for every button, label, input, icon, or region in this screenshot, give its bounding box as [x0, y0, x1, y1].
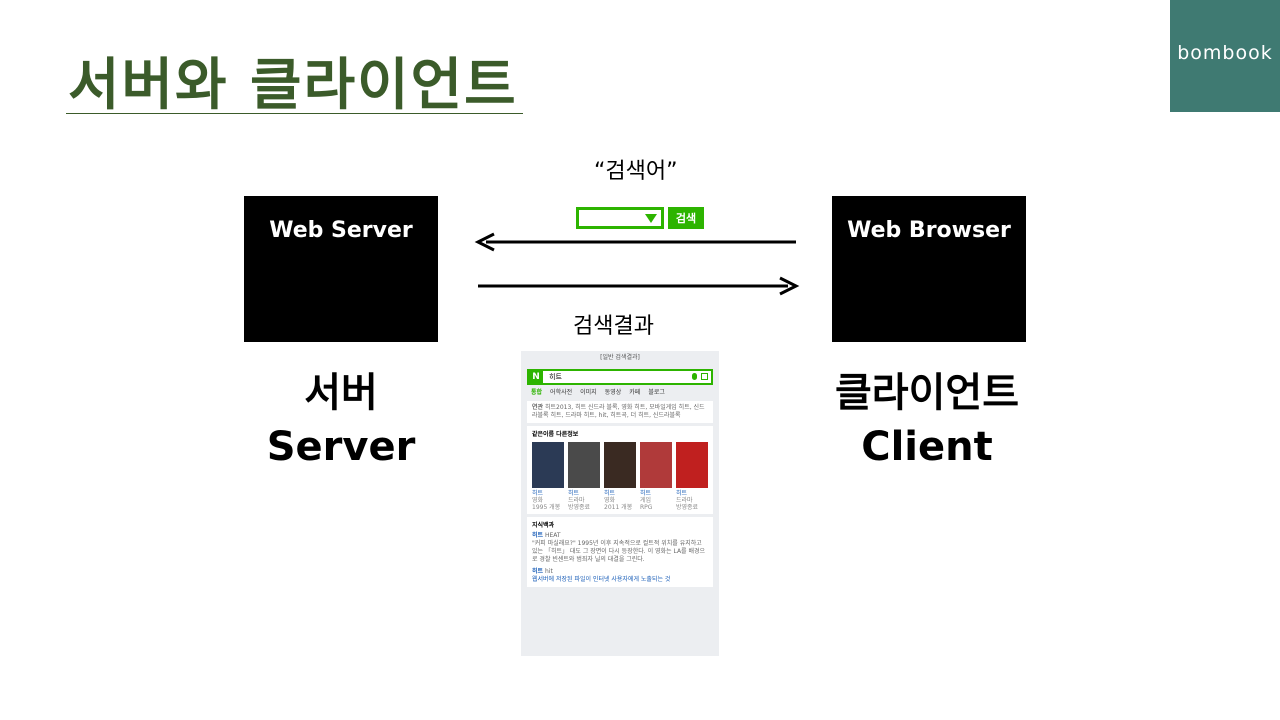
- server-label-ko: 서버: [304, 370, 378, 416]
- tab-cafe: 카페: [629, 389, 641, 396]
- search-result-screenshot: [일반 검색결과] N 히트 통합 어학사전 이미지 동영상 카페 블로그 연관…: [521, 351, 719, 656]
- camera-icon: [701, 373, 708, 380]
- response-arrow: [478, 276, 800, 296]
- client-label-ko: 클라이언트: [835, 370, 1019, 416]
- related-card: 연관 히트2013, 히트 신드라 블록, 영화 히트, 모바일게임 히트, 신…: [527, 401, 713, 423]
- tab-all: 통합: [531, 389, 543, 396]
- poster-image: [604, 442, 636, 488]
- mic-icon: [692, 373, 697, 380]
- web-server-box: Web Server: [244, 196, 438, 342]
- poster-image: [532, 442, 564, 488]
- page-title: 서버와 클라이언트: [68, 53, 518, 118]
- request-arrow: [474, 232, 796, 252]
- request-label: “검색어”: [594, 159, 678, 184]
- search-input-illustration: [576, 207, 664, 229]
- search-query: 히트: [549, 373, 562, 381]
- dropdown-caret-icon: [645, 214, 657, 223]
- tab-blog: 블로그: [648, 389, 665, 396]
- client-label-en: Client: [861, 424, 993, 470]
- entry-title: 히트: [532, 568, 544, 575]
- search-button-illustration: 검색: [668, 207, 704, 229]
- result-header: [일반 검색결과]: [600, 354, 640, 361]
- poster-row: [532, 442, 708, 488]
- encyclopedia-title: 지식백과: [532, 522, 555, 529]
- naver-logo-icon: N: [529, 371, 543, 383]
- naver-search-bar: N 히트: [527, 369, 713, 385]
- entry-text: 웹서버에 저장된 파일이 인터넷 사용자에게 노출되는 것: [532, 576, 671, 583]
- encyclopedia-card: 지식백과 히트 HEAT "커피 마실래요?" 1995년 이후 지속적으로 컬…: [527, 517, 713, 587]
- related-text: 히트2013, 히트 신드라 블록, 영화 히트, 모바일게임 히트, 신드라블…: [532, 404, 705, 419]
- poster-image: [676, 442, 708, 488]
- response-label: 검색결과: [573, 314, 654, 339]
- server-label-en: Server: [266, 424, 416, 470]
- poster-image: [568, 442, 600, 488]
- entry-text: "커피 마실래요?" 1995년 이후 지속적으로 컬트적 위치를 유지하고 있…: [532, 540, 706, 563]
- web-browser-box: Web Browser: [832, 196, 1026, 342]
- entry-title: 히트: [532, 532, 544, 539]
- server-label: 서버 Server: [244, 366, 438, 474]
- title-underline: [66, 113, 523, 114]
- related-label: 연관: [532, 404, 544, 411]
- entry-tag: hit: [544, 568, 553, 575]
- result-tabs: 통합 어학사전 이미지 동영상 카페 블로그: [531, 388, 709, 398]
- entry-tag: HEAT: [544, 532, 561, 539]
- poster-image: [640, 442, 672, 488]
- same-name-title: 같은이름 다른정보: [532, 431, 579, 438]
- tab-dictionary: 어학사전: [550, 389, 573, 396]
- tab-images: 이미지: [580, 389, 597, 396]
- client-label: 클라이언트 Client: [812, 366, 1042, 474]
- tab-videos: 동영상: [604, 389, 622, 396]
- brand-logo: bombook: [1170, 0, 1280, 112]
